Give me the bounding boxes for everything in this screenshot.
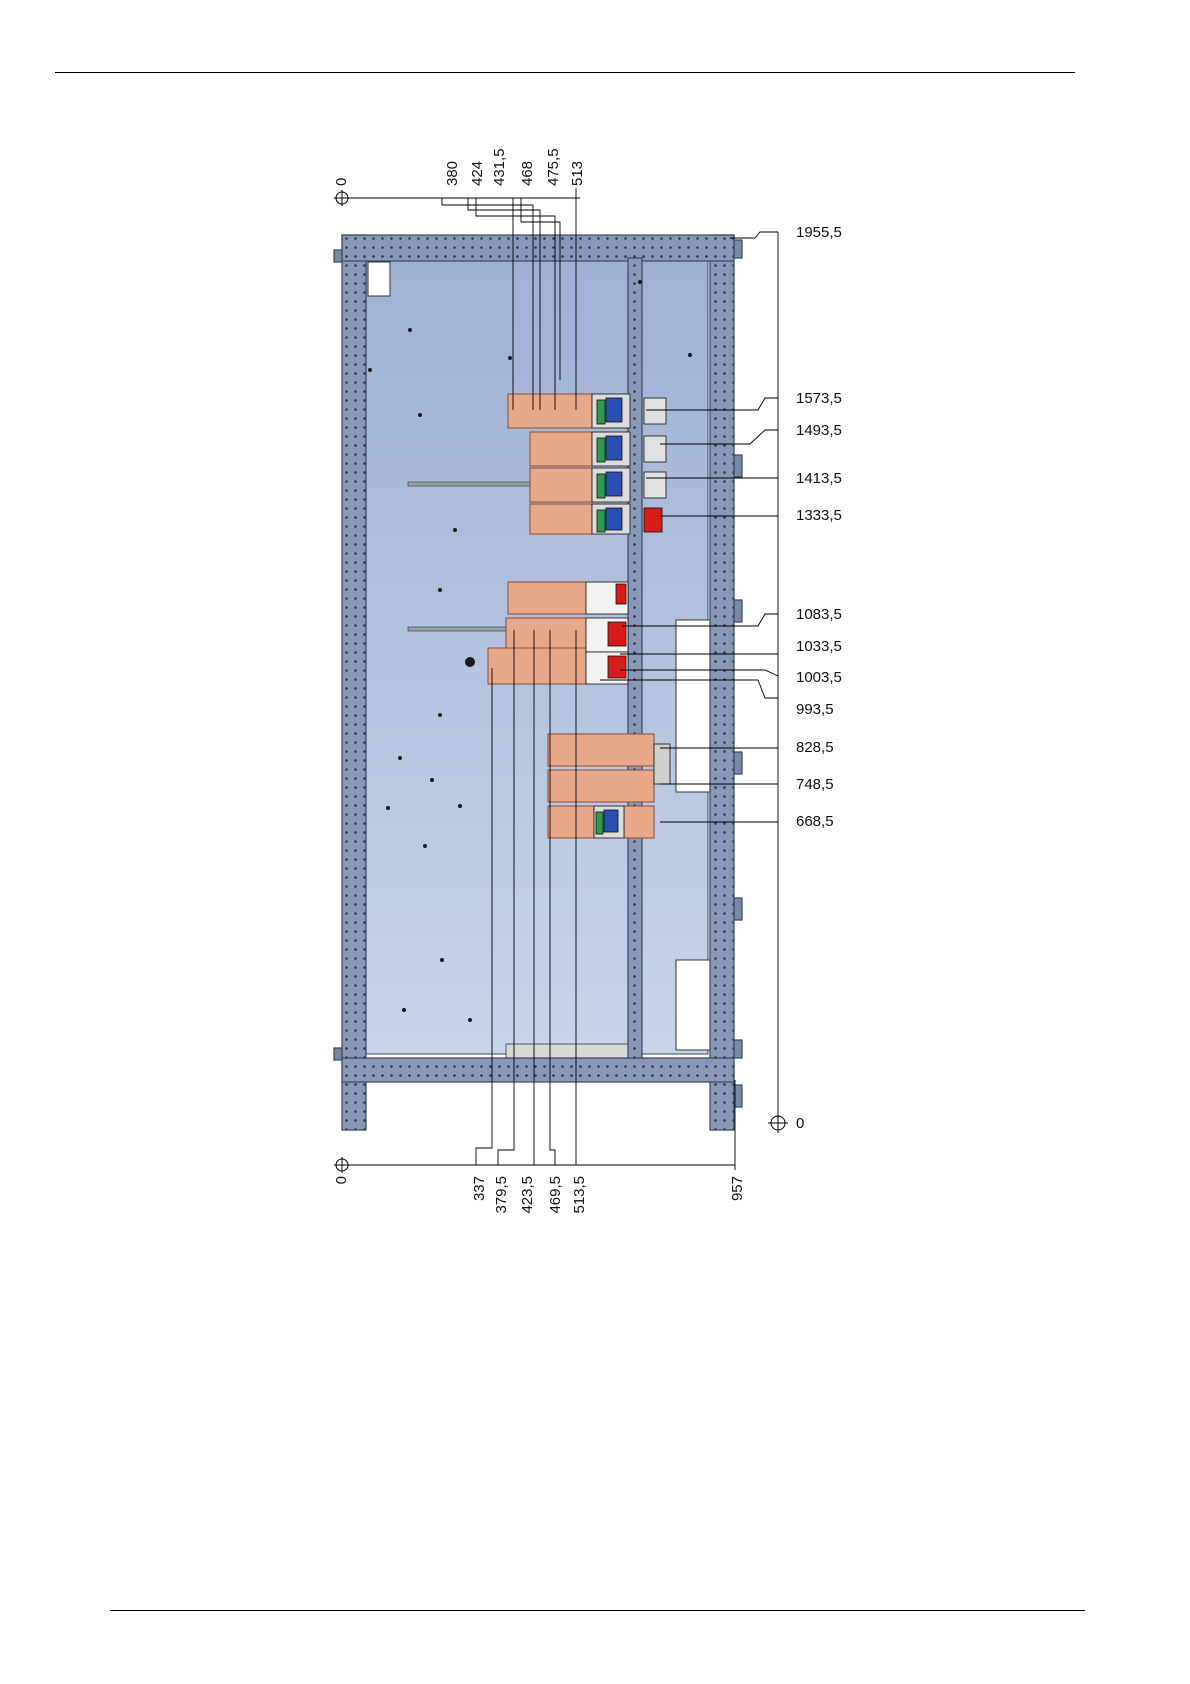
dimension-label: 0 [333, 178, 350, 186]
dimension-label: 337 [471, 1176, 488, 1201]
dimension-label: 0 [333, 1176, 350, 1184]
breakers-middle [586, 582, 628, 684]
din-rail [408, 482, 536, 486]
dimension-label: 513,5 [571, 1176, 588, 1214]
dimension-label: 423,5 [519, 1176, 536, 1214]
dimension-label: 424 [469, 161, 486, 186]
panel-cutout [676, 620, 712, 792]
dimension-label: 828,5 [796, 739, 834, 756]
panel-cutout [676, 960, 710, 1050]
dimension-label: 1033,5 [796, 638, 842, 655]
panel-cutout [368, 262, 390, 296]
dimension-label: 379,5 [493, 1176, 510, 1214]
dimension-label: 1083,5 [796, 606, 842, 623]
dimension-label: 1573,5 [796, 390, 842, 407]
dimension-label: 1003,5 [796, 669, 842, 686]
top-dimension-labels: 0 380 424 431,5 468 475,5 513 [333, 148, 586, 186]
dimension-label: 431,5 [491, 148, 508, 186]
dimension-label: 380 [444, 161, 461, 186]
dimension-label: 748,5 [796, 776, 834, 793]
dimension-label: 0 [796, 1115, 804, 1132]
dimension-label: 668,5 [796, 813, 834, 830]
dimension-label: 1333,5 [796, 507, 842, 524]
dimension-label: 1955,5 [796, 224, 842, 241]
dimension-label: 1413,5 [796, 470, 842, 487]
dimension-label: 993,5 [796, 701, 834, 718]
dimension-label: 468 [519, 161, 536, 186]
din-rail [408, 627, 510, 631]
dimension-label: 475,5 [545, 148, 562, 186]
right-dimension-labels: 1955,5 1573,5 1493,5 1413,5 1333,5 1083,5 1033… [796, 224, 842, 1132]
dimension-label: 513 [569, 161, 586, 186]
bottom-dimension-labels: 0 337 379,5 423,5 469,5 513,5 957 [333, 1176, 746, 1214]
dimension-label: 1493,5 [796, 422, 842, 439]
dimension-label: 469,5 [547, 1176, 564, 1214]
bottom-gland-plate [506, 1044, 628, 1058]
dimension-label: 957 [729, 1176, 746, 1201]
